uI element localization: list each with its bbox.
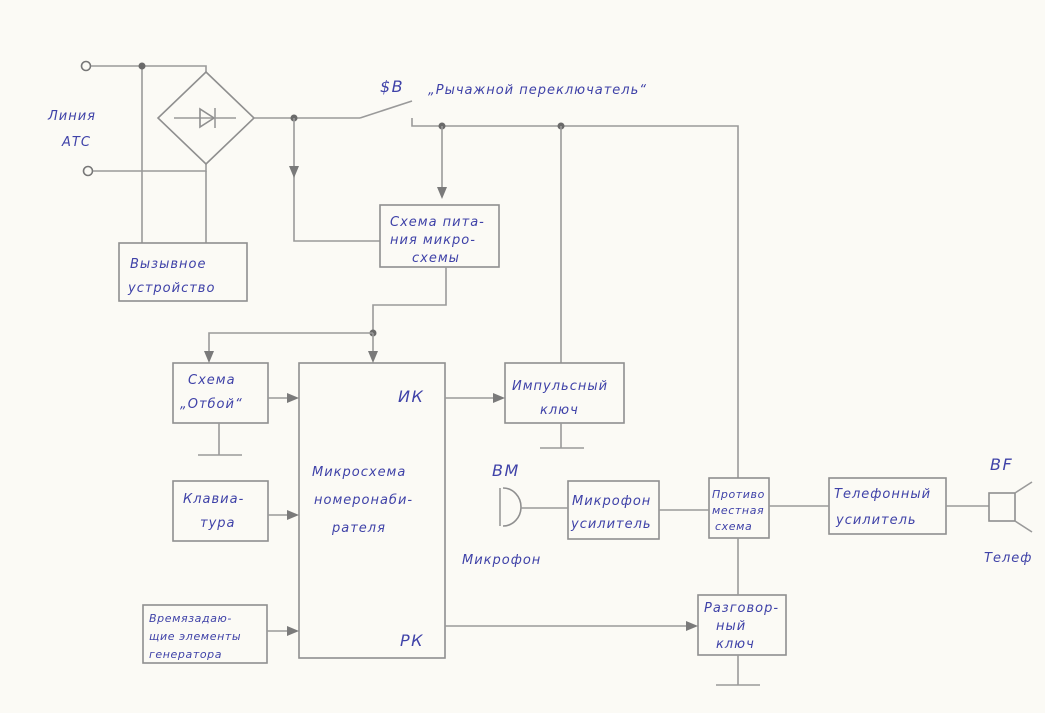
arrow-bus-power [437, 187, 447, 199]
label-switch-name: „Рычажной переключатель“ [428, 83, 647, 98]
arrow-timing-chip [287, 626, 299, 636]
label-timing-1: Времязадаю- [149, 612, 232, 625]
label-talk-2: ный [716, 619, 746, 634]
arrow-otboi-chip [287, 393, 299, 403]
junction-line [138, 62, 146, 70]
ground-talk-key [716, 655, 760, 686]
arrow-ik-pulse-key [493, 393, 505, 403]
label-ringer-2: устройство [127, 281, 215, 296]
label-anti-3: схема [715, 520, 752, 533]
ground-pulse-key [540, 423, 584, 449]
label-mic-amp-1: Микрофон [572, 494, 651, 509]
otboi-box [172, 362, 269, 424]
anti-sidetone-box [708, 477, 770, 539]
arrow-keyboard-chip [287, 510, 299, 520]
label-ringer-1: Вызывное [130, 257, 206, 272]
wire-switch-bus [411, 118, 739, 478]
label-pulse-2: ключ [540, 403, 579, 418]
label-chip-1: Микросхема [312, 465, 406, 480]
line-terminal-bottom [82, 165, 94, 177]
diode-symbol [199, 107, 216, 129]
diode-bridge [156, 70, 256, 166]
label-bm: ВМ [492, 461, 520, 480]
arrow-power-otboi [204, 351, 214, 363]
label-anti-2: местная [712, 504, 764, 517]
wire-line-bottom [93, 164, 207, 172]
ground-otboi [198, 423, 242, 456]
dialer-chip-box [298, 362, 446, 659]
keyboard-box [172, 480, 269, 542]
label-chip-2: номеронаби- [314, 493, 413, 508]
label-power-1: Схема пита- [390, 215, 485, 230]
wire-bridge-power [293, 118, 380, 242]
label-keyboard-1: Клавиа- [183, 492, 244, 507]
label-chip-rk: РК [400, 631, 424, 650]
label-talk-1: Разговор- [704, 601, 779, 616]
label-line-2: АТС [61, 135, 91, 150]
label-otboi-2: „Отбой“ [180, 397, 243, 412]
pulse-key-box [504, 362, 625, 424]
label-timing-2: щие элементы [149, 630, 241, 643]
label-mic-amp-2: усилитель [570, 517, 652, 532]
microphone-symbol [502, 487, 522, 527]
label-keyboard-2: тура [200, 516, 235, 531]
label-chip-ik: ИК [398, 387, 424, 406]
label-telephone: Телеф [984, 551, 1032, 566]
label-talk-3: ключ [716, 637, 755, 652]
label-chip-3: рателя [331, 521, 386, 536]
line-terminal-top [80, 60, 92, 72]
label-phone-amp-2: усилитель [835, 513, 917, 528]
label-otboi-1: Схема [188, 373, 236, 388]
label-line-1: Линия [47, 109, 96, 124]
arrow-rk-talk-key [686, 621, 698, 631]
label-switch-ref: $B [380, 77, 404, 96]
wire-power-out [372, 267, 447, 333]
wire-line-top [91, 65, 207, 72]
telephone-capsule-cone [1014, 481, 1033, 533]
label-timing-3: генератора [149, 648, 222, 661]
label-phone-amp-1: Телефонный [834, 487, 931, 502]
hook-switch-contact [359, 100, 413, 119]
label-power-3: схемы [412, 251, 460, 266]
label-anti-1: Противо [712, 488, 765, 501]
talk-key-box [697, 594, 787, 656]
label-pulse-1: Импульсный [512, 379, 608, 394]
telephone-capsule-symbol [988, 492, 1016, 522]
timing-elements-box [142, 604, 268, 664]
power-supply-box [379, 204, 500, 268]
label-microphone: Микрофон [462, 553, 541, 568]
arrow-power-chip [368, 351, 378, 363]
label-bf: BF [990, 455, 1013, 474]
label-power-2: ния микро- [390, 233, 476, 248]
wire-power-otboi [208, 332, 373, 353]
arrow-bridge-down [289, 166, 299, 178]
ringer-box [118, 242, 248, 302]
